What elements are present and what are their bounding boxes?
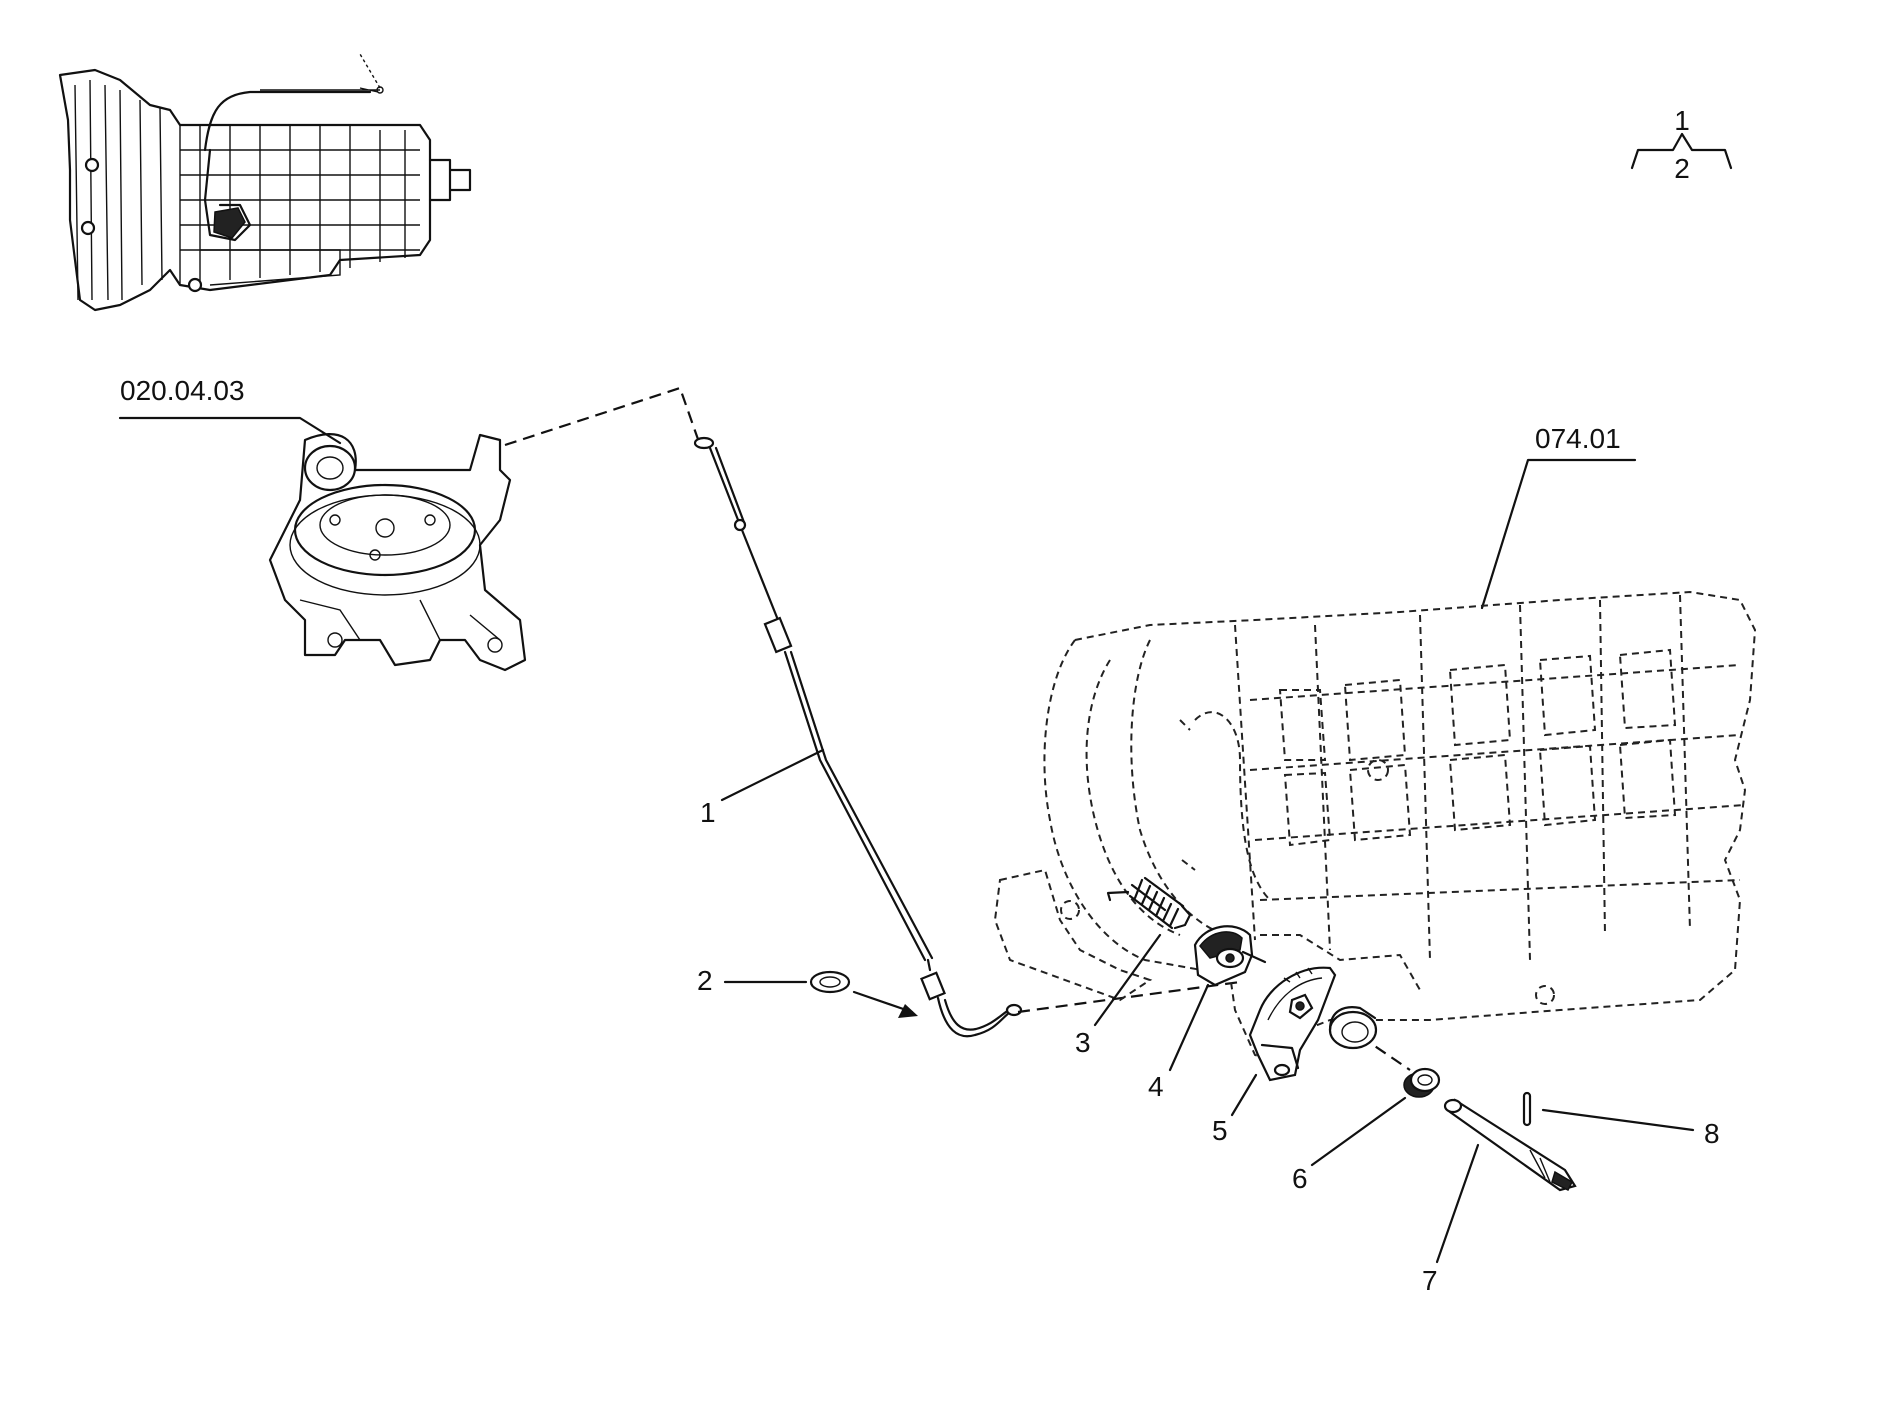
callout-8: 8 xyxy=(1704,1118,1720,1149)
legend-bottom: 2 xyxy=(1674,153,1690,184)
lever-icon xyxy=(1248,966,1337,1082)
kickdown-cable-icon xyxy=(693,436,1023,1038)
sleeve-icon xyxy=(1403,1067,1441,1098)
reference-074-01-leader xyxy=(1480,458,1637,610)
callout-2: 2 xyxy=(697,965,713,996)
callout-8-leader xyxy=(1541,1108,1695,1132)
washer-assembly-arrow xyxy=(852,990,914,1014)
pin-icon xyxy=(1522,1091,1532,1127)
washer-icon xyxy=(809,970,851,994)
assembly-legend: 1 2 xyxy=(1630,105,1733,184)
callout-1: 1 xyxy=(700,797,716,828)
callout-4-leader xyxy=(1168,983,1210,1072)
callout-5-leader xyxy=(1230,1073,1258,1117)
reference-020-04-03: 020.04.03 xyxy=(120,375,245,406)
callout-3-leader xyxy=(1093,933,1162,1027)
callout-7: 7 xyxy=(1422,1265,1438,1296)
upper-assembly-icon xyxy=(268,433,527,672)
transmission-case-icon xyxy=(993,590,1757,1063)
shaft-icon xyxy=(1443,1098,1577,1192)
spring-icon xyxy=(1106,876,1192,930)
reference-074-01: 074.01 xyxy=(1535,423,1621,454)
link-line-upper xyxy=(504,386,702,447)
transmission-thumbnail-icon xyxy=(58,53,472,312)
cam-icon xyxy=(1193,925,1267,987)
callout-4: 4 xyxy=(1148,1071,1164,1102)
callout-5: 5 xyxy=(1212,1115,1228,1146)
legend-top: 1 xyxy=(1674,105,1690,136)
bushing-icon xyxy=(1328,1006,1378,1050)
callout-6: 6 xyxy=(1292,1163,1308,1194)
callout-7-leader xyxy=(1435,1143,1480,1264)
callout-1-leader xyxy=(720,748,825,802)
callout-6-leader xyxy=(1310,1096,1407,1167)
arrow-head-icon xyxy=(898,1004,918,1018)
callout-3: 3 xyxy=(1075,1027,1091,1058)
